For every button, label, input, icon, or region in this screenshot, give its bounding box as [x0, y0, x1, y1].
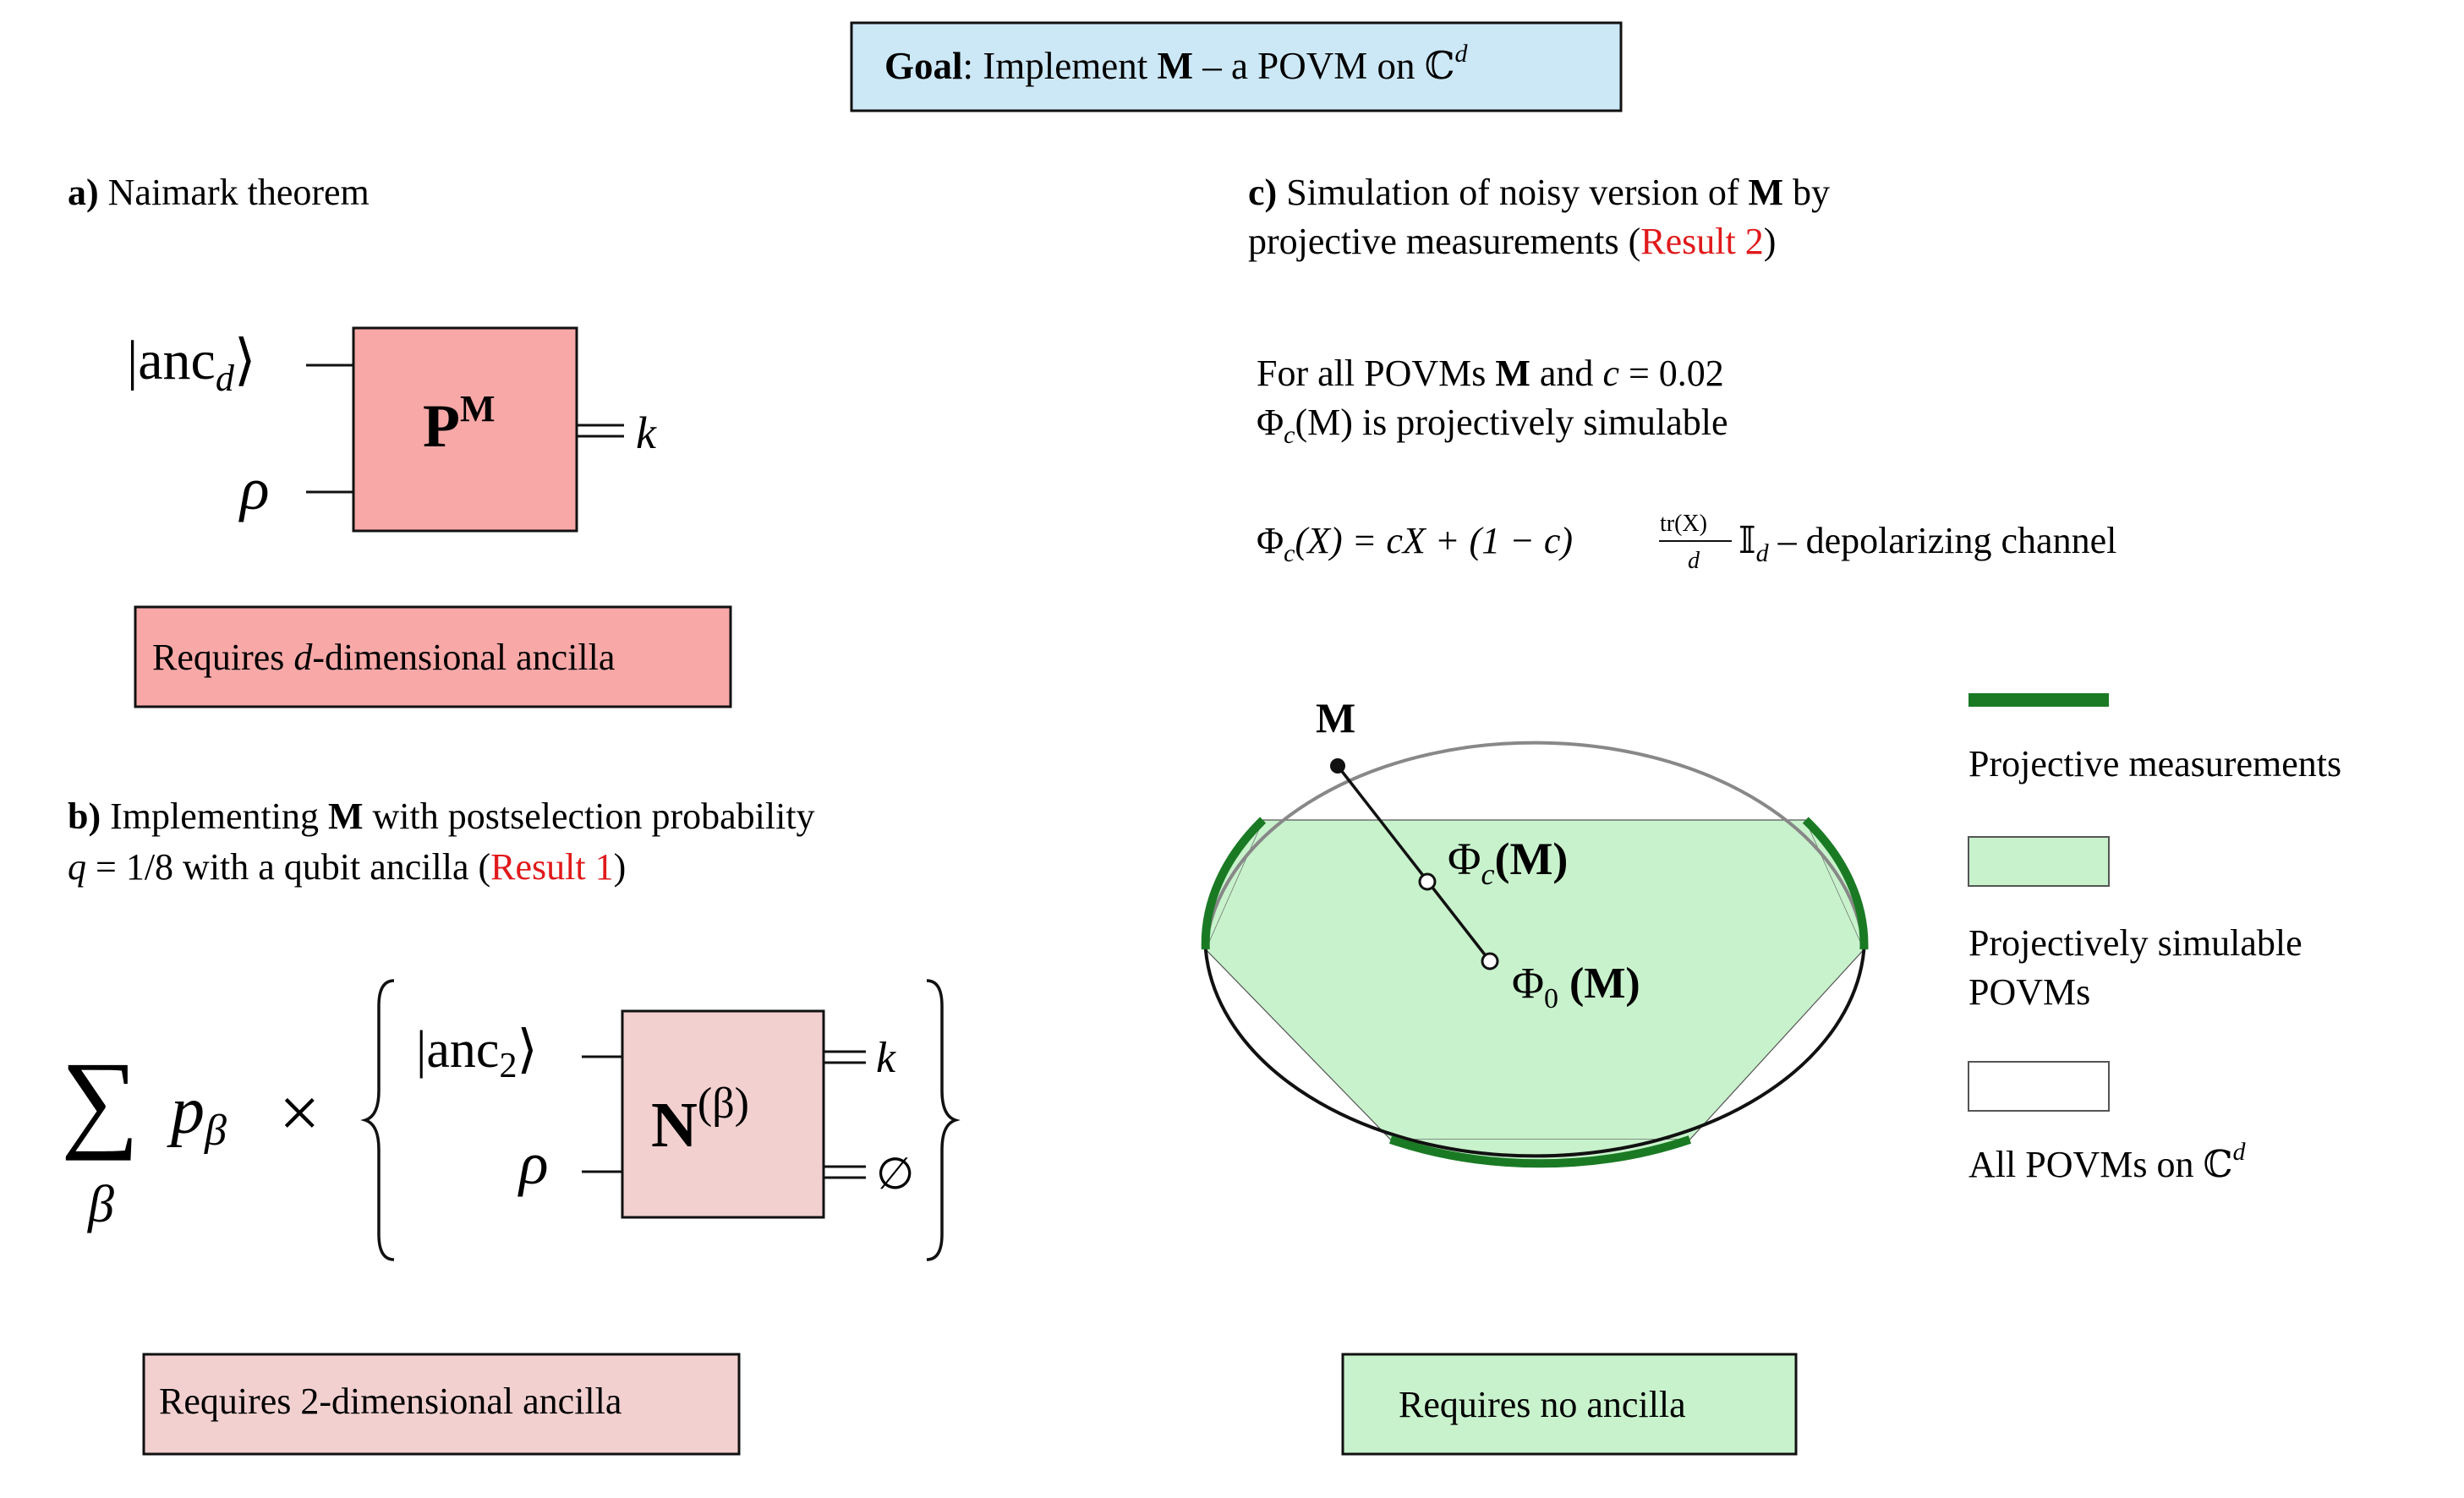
all-povms-boundary-bottom	[1203, 949, 1866, 1158]
projective-arc-left	[1201, 817, 1267, 950]
label-phi0-m: Φ0 (M)	[1512, 959, 1640, 1014]
panel-c: c) Simulation of noisy version of M by p…	[1201, 172, 2116, 1456]
postselection-box-label: N(β)	[651, 1080, 749, 1161]
goal-text: Goal: Implement M – a POVM on ℂd	[884, 40, 1469, 87]
qubit-ancilla-label: |anc2⟩	[416, 1021, 538, 1085]
postselection-box	[621, 1009, 825, 1219]
legend-simulable-label-line1: Projectively simulable	[1968, 922, 2302, 964]
channel-fraction-numerator: tr(X)	[1660, 511, 1707, 537]
label-phic-m: Φc(M)	[1448, 834, 1568, 891]
point-phic-m	[1418, 872, 1437, 891]
naimark-box	[352, 326, 578, 533]
naimark-requirement-text: Requires d-dimensional ancilla	[152, 637, 615, 678]
point-m	[1330, 758, 1345, 774]
naimark-rho-label: ρ	[238, 455, 270, 522]
naimark-box-label: PM	[423, 388, 496, 460]
naimark-ancilla-label: |ancd⟩	[127, 330, 256, 399]
legend: Projective measurements Projectively sim…	[1968, 693, 2341, 1185]
postselection-output-k: k	[876, 1034, 896, 1082]
times-symbol: ×	[279, 1072, 320, 1153]
projective-arc-bottom	[1388, 1135, 1692, 1168]
qubit-requirement-text: Requires 2-dimensional ancilla	[159, 1380, 621, 1422]
statement-line2: Φc(M) is projectively simulable	[1257, 402, 1728, 449]
no-ancilla-requirement-text: Requires no ancilla	[1399, 1384, 1686, 1425]
qubit-requirement: Requires 2-dimensional ancilla	[142, 1353, 741, 1456]
channel-rhs: 𝕀d – depolarizing channel	[1738, 520, 2116, 567]
panel-a-heading: a) Naimark theorem	[68, 172, 370, 213]
goal-box-frame	[850, 21, 1623, 112]
naimark-circuit: |ancd⟩ ρ PM k	[127, 326, 657, 533]
naimark-output-label: k	[636, 407, 657, 458]
sum-symbol: ∑	[61, 1040, 140, 1162]
left-brace	[360, 979, 395, 1261]
panel-b: b) Implementing M with postselection pro…	[61, 795, 961, 1456]
sum-index: β	[87, 1176, 114, 1233]
depolarizing-path	[1336, 764, 1492, 963]
legend-simulable-label-line2: POVMs	[1968, 971, 2090, 1013]
qubit-requirement-box	[142, 1353, 741, 1456]
all-povms-boundary-top	[1203, 741, 1866, 950]
postselection-output-empty: ∅	[876, 1151, 914, 1199]
povm-set-diagram: M Φc(M) Φ0 (M)	[1201, 694, 1869, 1168]
label-m: M	[1316, 694, 1355, 741]
depolarizing-channel-formula: Φc(X) = cX + (1 − c) tr(X) d 𝕀d – depola…	[1257, 511, 2116, 574]
legend-all-povms-label: All POVMs on ℂd	[1968, 1138, 2247, 1185]
projective-arc-right	[1802, 817, 1869, 950]
legend-projective-swatch	[1968, 693, 2109, 707]
legend-projective-label: Projective measurements	[1968, 743, 2341, 785]
statement-line1: For all POVMs M and c = 0.02	[1257, 353, 1724, 394]
goal-box: Goal: Implement M – a POVM on ℂd	[850, 21, 1623, 112]
panel-c-heading-line2: projective measurements (Result 2)	[1248, 221, 1776, 262]
convex-combination: ∑ β pβ × |anc2⟩ ρ N(β) k ∅	[61, 979, 961, 1261]
naimark-requirement-box	[134, 605, 732, 708]
probability-p: pβ	[167, 1074, 227, 1155]
panel-c-heading-line1: c) Simulation of noisy version of M by	[1248, 172, 1830, 213]
legend-simulable-swatch	[1968, 836, 2110, 887]
qubit-rho-label: ρ	[517, 1129, 549, 1197]
no-ancilla-requirement: Requires no ancilla	[1341, 1353, 1798, 1456]
legend-all-povms-swatch	[1968, 1061, 2110, 1112]
no-ancilla-requirement-box	[1341, 1353, 1798, 1456]
channel-lhs: Φc(X) = cX + (1 − c)	[1257, 520, 1573, 567]
naimark-requirement: Requires d-dimensional ancilla	[134, 605, 732, 708]
right-brace	[926, 979, 961, 1261]
panel-b-heading-line2: q = 1/8 with a qubit ancilla (Result 1)	[68, 846, 626, 888]
panel-b-heading-line1: b) Implementing M with postselection pro…	[68, 795, 815, 837]
channel-fraction-denominator: d	[1688, 548, 1700, 574]
point-phi0-m	[1481, 952, 1499, 970]
panel-a: a) Naimark theorem |ancd⟩ ρ PM k Require…	[68, 172, 732, 708]
